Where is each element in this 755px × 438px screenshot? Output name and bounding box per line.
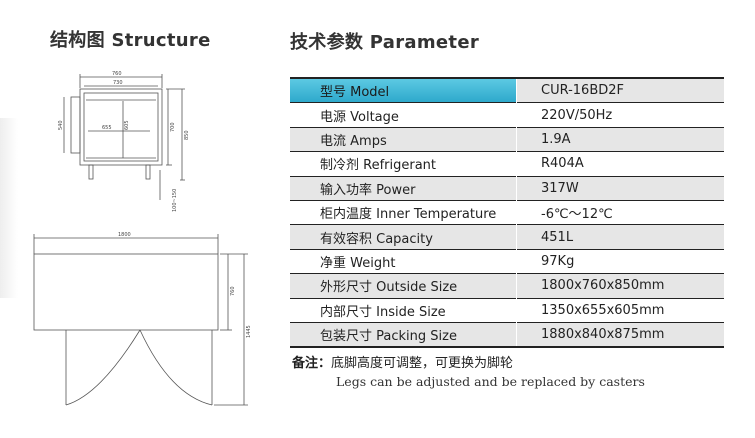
table-row: 输入功率 Power 317W bbox=[290, 176, 724, 201]
top-width-label: 1800 bbox=[118, 232, 131, 238]
top-depth-open-label: 1445 bbox=[246, 325, 252, 338]
note-chinese-text: 底脚高度可调整，可更换为脚轮 bbox=[331, 356, 514, 371]
table-row-model: 型号 Model CUR-16BD2F bbox=[290, 78, 724, 103]
front-side-height-label: 540 bbox=[58, 120, 64, 130]
front-depth-inner-label: 655 bbox=[102, 125, 112, 131]
param-label: 净重 Weight bbox=[320, 255, 396, 271]
table-row: 包装尺寸 Packing Size 1880x840x875mm bbox=[290, 322, 724, 348]
param-value: 1800x760x850mm bbox=[516, 273, 724, 299]
param-value: 317W bbox=[516, 176, 724, 201]
front-width-overall-label: 760 bbox=[112, 71, 122, 77]
param-value: CUR-16BD2F bbox=[516, 78, 724, 103]
param-label: 柜内温度 Inner Temperature bbox=[320, 207, 497, 223]
param-value: 1.9A bbox=[516, 127, 724, 152]
note-label: 备注 bbox=[292, 356, 319, 371]
param-label: 内部尺寸 Inside Size bbox=[320, 304, 446, 320]
note-english: Legs can be adjusted and be replaced by … bbox=[336, 374, 645, 389]
param-value: 220V/50Hz bbox=[516, 102, 724, 128]
param-value: 451L bbox=[516, 224, 724, 250]
note-chinese: 备注：底脚高度可调整，可更换为脚轮 bbox=[292, 352, 513, 371]
param-label: 有效容积 Capacity bbox=[290, 224, 517, 250]
structure-drawing: 760 730 540 655 605 700 850 100~150 1800… bbox=[33, 71, 252, 406]
table-row: 净重 Weight 97Kg bbox=[290, 249, 724, 274]
param-label: 包装尺寸 Packing Size bbox=[290, 322, 517, 348]
param-label: 型号 Model bbox=[290, 78, 517, 103]
front-height-inner-label: 605 bbox=[124, 120, 130, 130]
table-row: 有效容积 Capacity 451L bbox=[290, 224, 724, 250]
parameter-table: 型号 Model CUR-16BD2F 电源 Voltage 220V/50Hz… bbox=[290, 77, 724, 348]
parameter-heading: 技术参数 Parameter bbox=[290, 32, 479, 53]
param-value: R404A bbox=[516, 151, 724, 177]
param-label: 外形尺寸 Outside Size bbox=[290, 273, 517, 299]
param-value: -6℃～12℃ bbox=[516, 200, 724, 225]
param-value: 1350x655x605mm bbox=[516, 298, 724, 323]
table-row: 柜内温度 Inner Temperature -6℃～12℃ bbox=[290, 200, 724, 225]
param-label: 制冷剂 Refrigerant bbox=[320, 158, 437, 174]
param-label: 输入功率 Power bbox=[290, 176, 517, 201]
top-depth-label: 760 bbox=[230, 286, 236, 296]
table-row: 制冷剂 Refrigerant R404A bbox=[290, 151, 724, 177]
front-leg-range-label: 100~150 bbox=[172, 189, 178, 212]
front-height-total-label: 850 bbox=[184, 130, 190, 140]
param-value: 1880x840x875mm bbox=[516, 322, 724, 348]
param-label: 电流 Amps bbox=[290, 127, 517, 152]
left-shadow-decoration bbox=[0, 118, 18, 298]
structure-heading: 结构图 Structure bbox=[50, 30, 211, 51]
table-row: 电源 Voltage 220V/50Hz bbox=[290, 102, 724, 128]
table-row: 外形尺寸 Outside Size 1800x760x850mm bbox=[290, 273, 724, 299]
param-value: 97Kg bbox=[516, 249, 724, 274]
param-label: 电源 Voltage bbox=[320, 109, 399, 125]
front-height-body-label: 700 bbox=[170, 122, 176, 132]
table-row: 电流 Amps 1.9A bbox=[290, 127, 724, 152]
note-colon: ： bbox=[318, 356, 332, 371]
table-row: 内部尺寸 Inside Size 1350x655x605mm bbox=[290, 298, 724, 323]
front-width-inner-label: 730 bbox=[113, 80, 123, 86]
